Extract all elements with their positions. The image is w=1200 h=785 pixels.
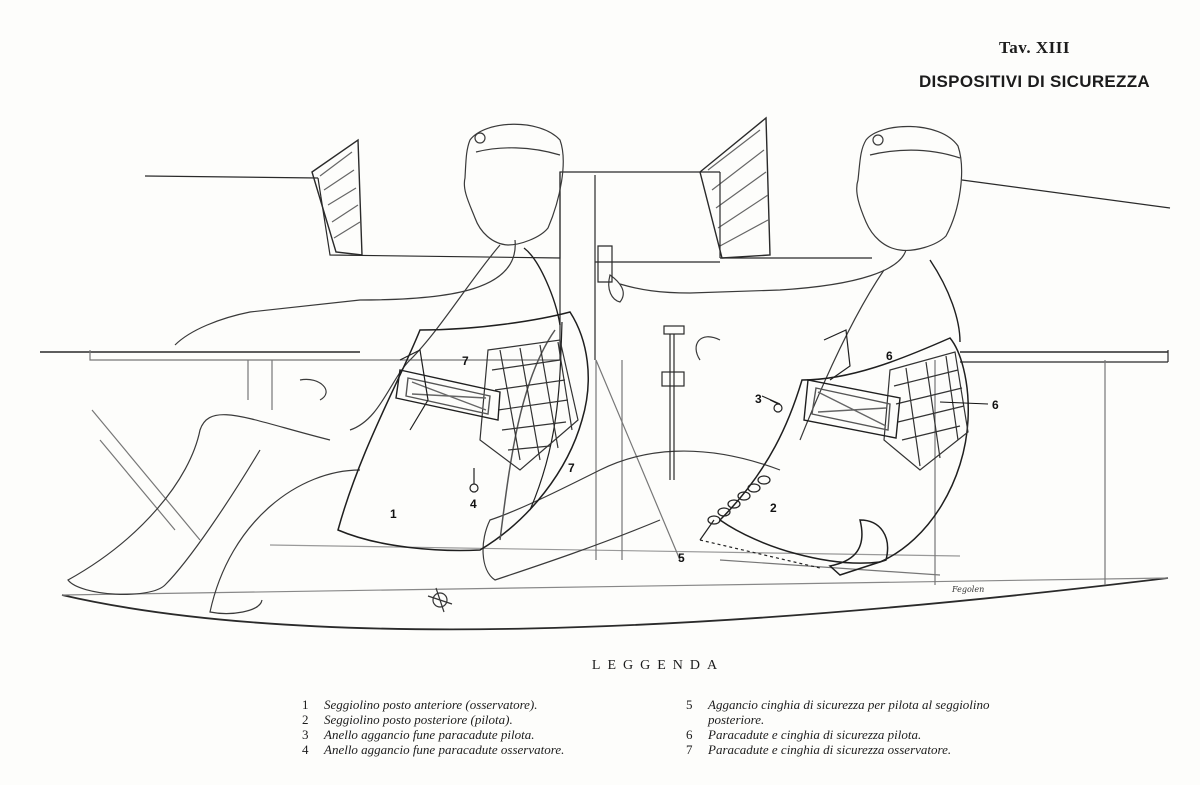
rear-windscreen (699, 116, 771, 259)
legend-item-text: Anello aggancio fune paracadute pilota. (324, 727, 535, 742)
fuselage-bracing (91, 359, 1106, 585)
control-column (597, 245, 685, 480)
plate-number: Tav. XIII (999, 38, 1070, 57)
observer-seat (337, 247, 589, 552)
pilot-belt-box (803, 329, 901, 439)
legend-item-text: Paracadute e cinghia di sicurezza osserv… (708, 742, 952, 757)
callout-7-lower: 7 (568, 461, 575, 475)
legend-item: 5 Aggancio cinghia di sicurezza per pilo… (686, 697, 1006, 727)
legend-item: 7 Paracadute e cinghia di sicurezza osse… (686, 742, 1006, 757)
fuselage-deck (40, 171, 1171, 363)
legend-left-column: 1 Seggiolino posto anteriore (osservator… (302, 697, 564, 757)
callout-3: 3 (755, 392, 762, 406)
legend-item-number: 2 (302, 712, 309, 727)
legend-item-number: 7 (686, 742, 693, 757)
pilot-figure (482, 125, 963, 581)
cabane-frame (559, 172, 721, 360)
legend-item-text: Seggiolino posto anteriore (osservatore)… (324, 697, 538, 712)
callout-leaders (769, 399, 989, 405)
legend-item-text: Anello aggancio fune paracadute osservat… (324, 742, 565, 757)
callout-1: 1 (390, 507, 397, 521)
callout-labels: 7 7 1 4 3 5 2 6 6 (390, 349, 999, 565)
legend-item-number: 4 (302, 742, 309, 757)
fuselage-keel (61, 544, 1169, 631)
artist-signature: Fegolen (951, 585, 984, 594)
legend-item-text: Aggancio cinghia di sicurezza per pilota… (708, 697, 990, 727)
callout-4: 4 (470, 497, 477, 511)
pilot-belt-chain (699, 475, 821, 569)
callout-7-upper: 7 (462, 354, 469, 368)
legend-item-number: 6 (686, 727, 693, 742)
legend-item-text: Seggiolino posto posteriore (pilota). (324, 712, 513, 727)
legend-item-number: 3 (302, 727, 309, 742)
legend-item: 4 Anello aggancio fune paracadute osserv… (302, 742, 564, 757)
legend-right-column: 5 Aggancio cinghia di sicurezza per pilo… (686, 697, 1006, 757)
legend-item-number: 5 (686, 697, 693, 712)
cockpit-drawing: 7 7 1 4 3 5 2 6 6 Fegolen (40, 116, 1171, 631)
pilot-seat (718, 259, 970, 576)
front-windscreen (311, 138, 363, 256)
callout-2: 2 (770, 501, 777, 515)
observer-figure (67, 123, 564, 615)
legend-item-number: 1 (302, 697, 309, 712)
legend-item: 6 Paracadute e cinghia di sicurezza pilo… (686, 727, 1006, 742)
plate-title: DISPOSITIVI DI SICUREZZA (918, 72, 1150, 91)
rudder-pedal (427, 587, 453, 613)
legend-item: 2 Seggiolino posto posteriore (pilota). (302, 712, 564, 727)
legend-item: 3 Anello aggancio fune paracadute pilota… (302, 727, 564, 742)
callout-6-left: 6 (886, 349, 893, 363)
pilot-parachute-pack (883, 351, 969, 471)
observer-parachute-pack (479, 339, 579, 471)
legend-title: LEGGENDA (591, 658, 725, 673)
legend-item: 1 Seggiolino posto anteriore (osservator… (302, 697, 564, 712)
legend-item-text: Paracadute e cinghia di sicurezza pilota… (708, 727, 922, 742)
observer-belt-box (395, 349, 501, 431)
callout-6-right: 6 (992, 398, 999, 412)
callout-5: 5 (678, 551, 685, 565)
